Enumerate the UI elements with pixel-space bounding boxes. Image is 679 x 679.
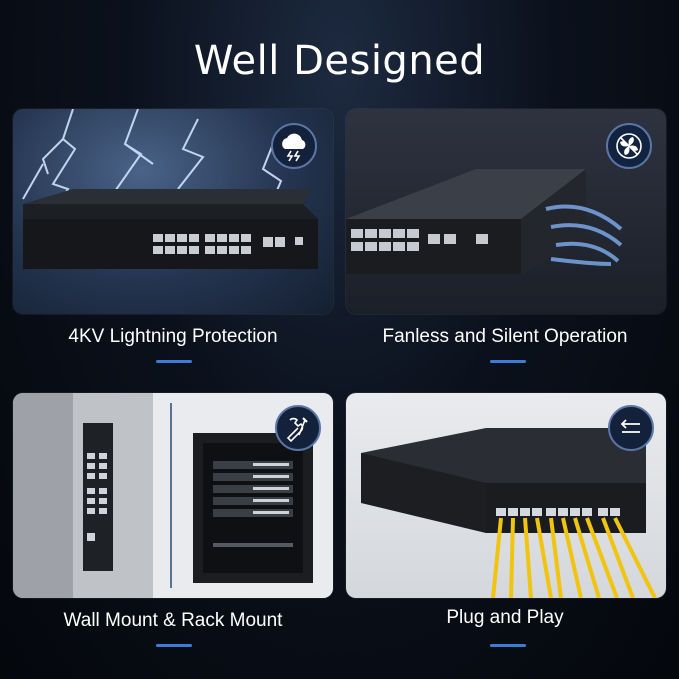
- caption-underline: [490, 644, 526, 647]
- caption-mount: Wall Mount & Rack Mount: [63, 610, 283, 631]
- lightning-switch-image: [22, 109, 318, 269]
- tools-icon: [275, 405, 321, 451]
- feature-panel-lightning: [13, 109, 333, 314]
- caption-underline: [156, 360, 192, 363]
- storm-cloud-icon: [271, 123, 317, 169]
- caption-plug-play: Plug and Play: [446, 607, 564, 628]
- plug-play-switch-image: [361, 428, 657, 598]
- fanless-switch-image: [346, 169, 623, 274]
- feature-panel-plug-play: [346, 393, 666, 598]
- page-title: Well Designed: [193, 38, 486, 84]
- caption-underline: [490, 360, 526, 363]
- feature-panel-mount: [13, 393, 333, 598]
- mount-image: [13, 393, 333, 598]
- caption-lightning: 4KV Lightning Protection: [68, 326, 278, 347]
- caption-underline: [156, 644, 192, 647]
- fan-off-icon: [606, 123, 652, 169]
- arrows-exchange-icon: [608, 405, 654, 451]
- caption-fanless: Fanless and Silent Operation: [382, 326, 628, 347]
- feature-panel-fanless: [346, 109, 666, 314]
